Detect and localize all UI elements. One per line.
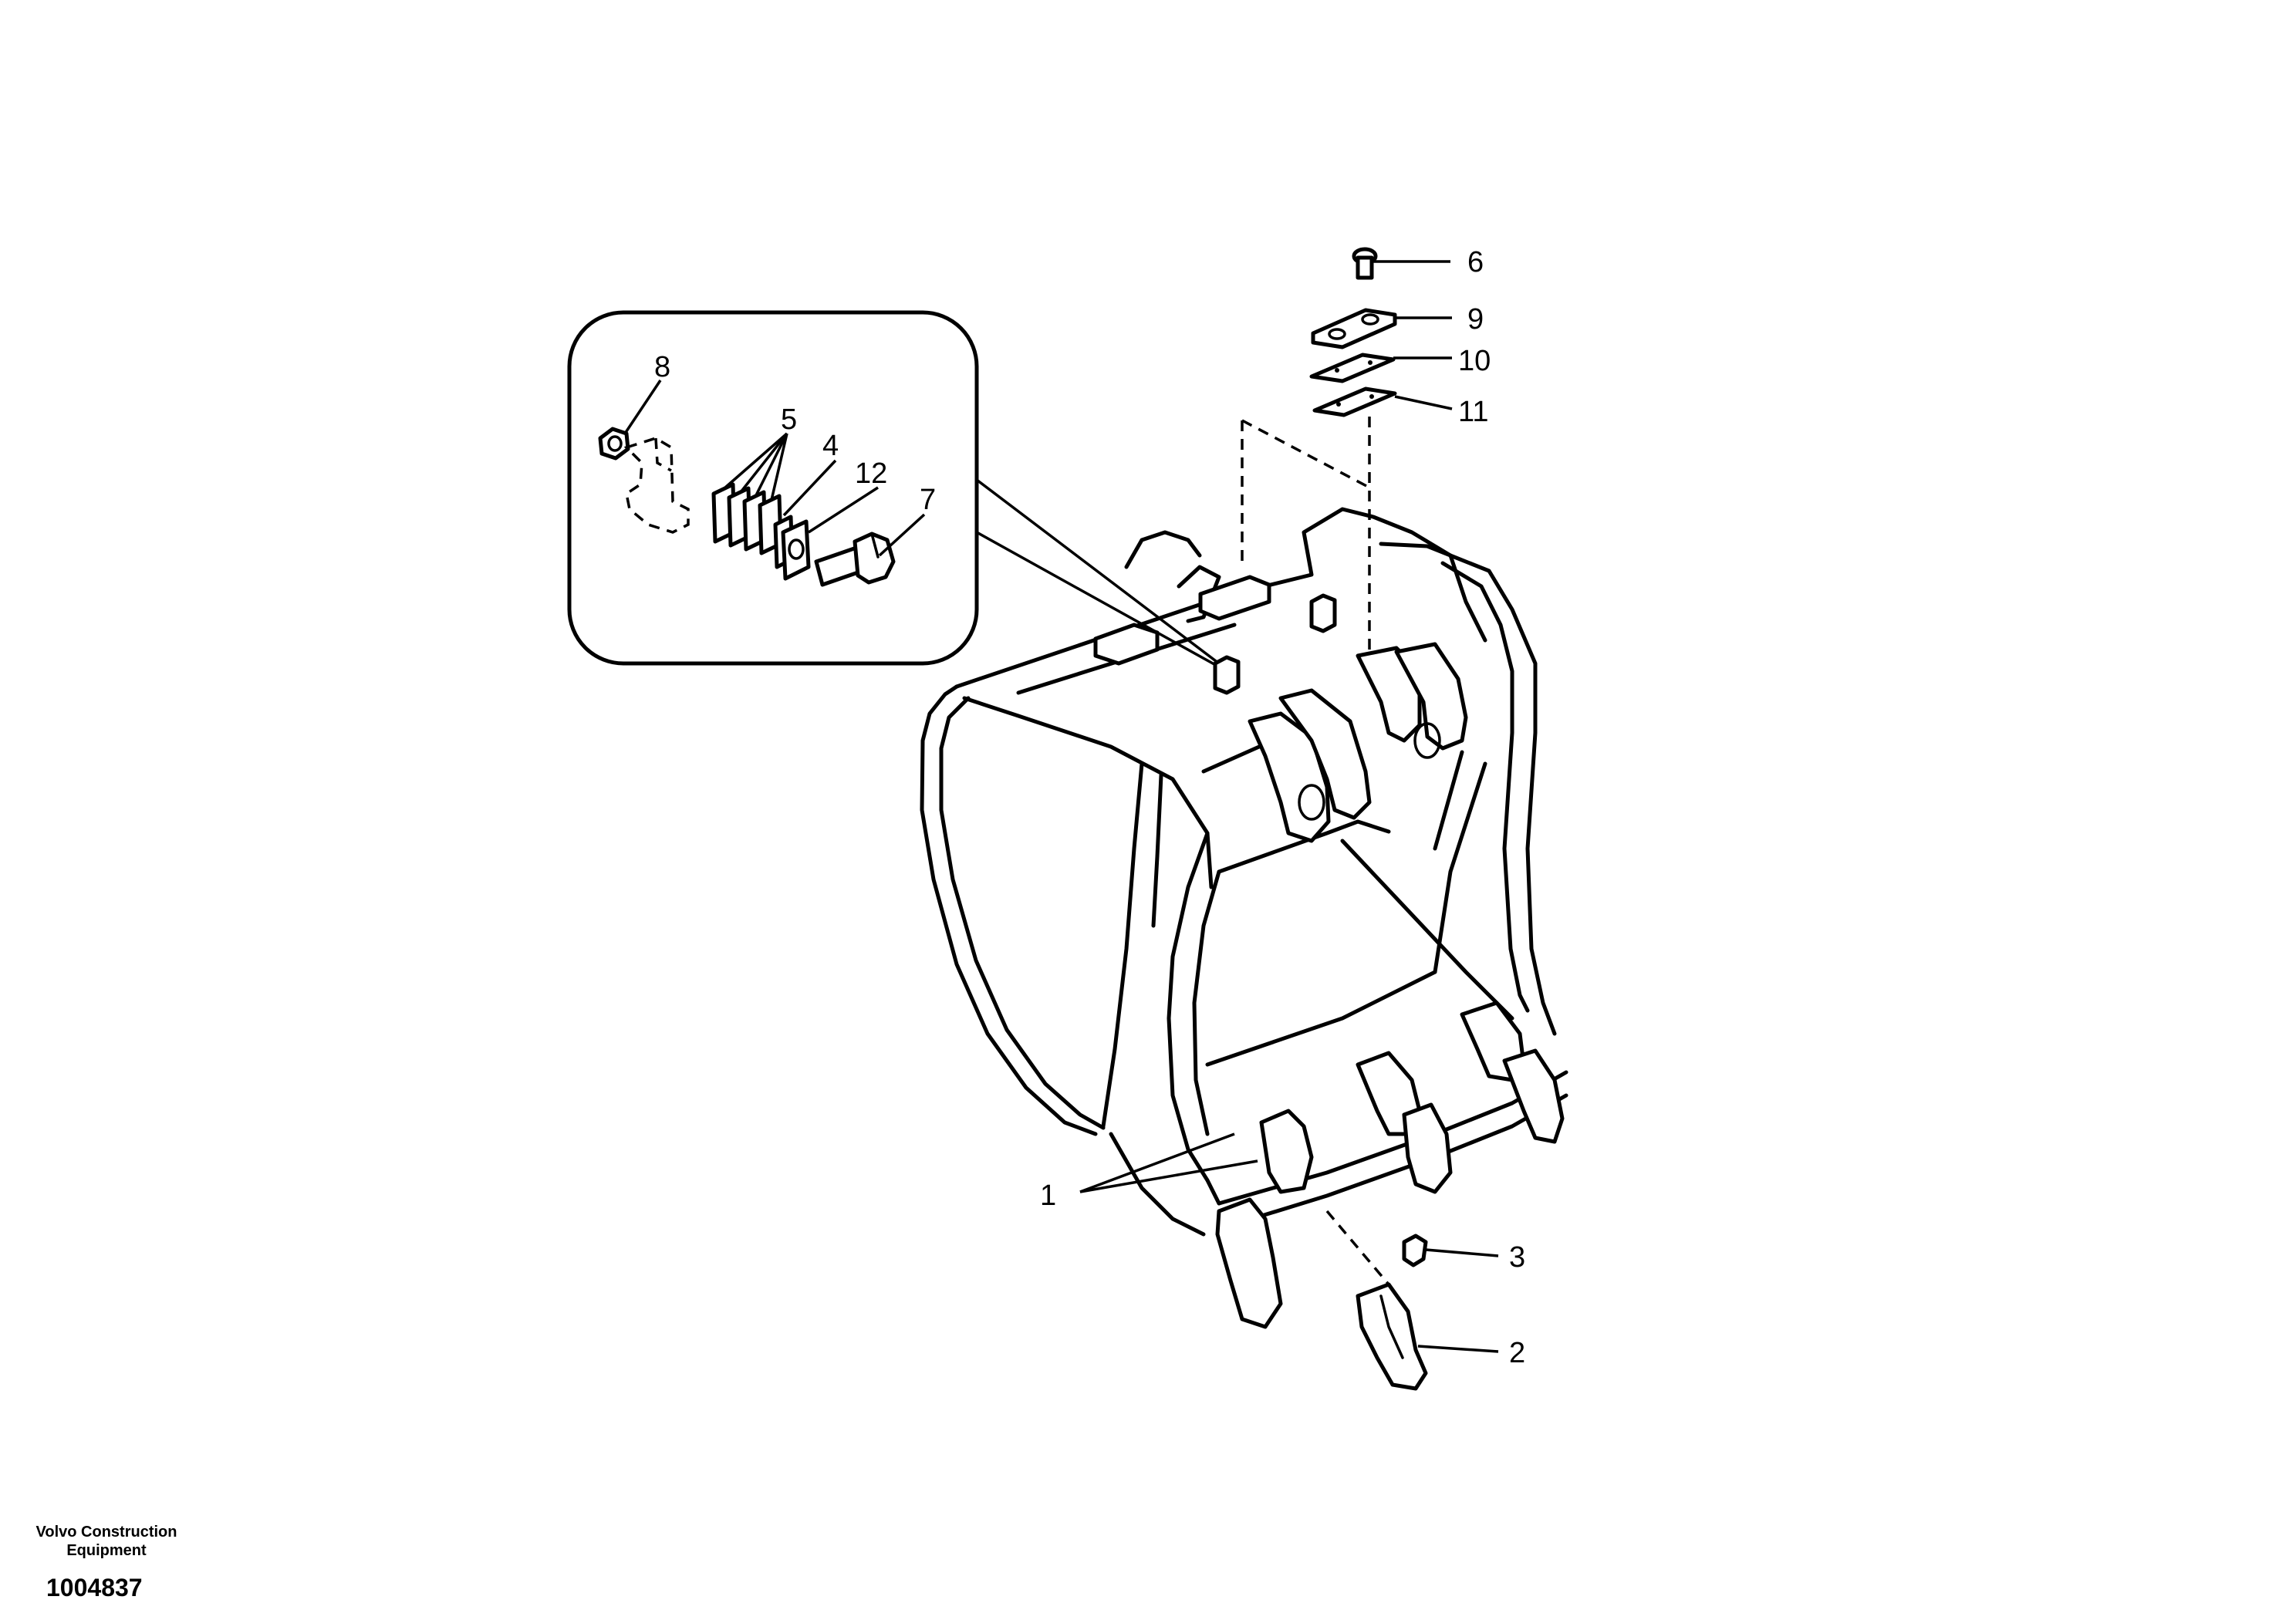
- hinge-clevis-left: [1248, 688, 1372, 843]
- callout-7: 7: [920, 484, 936, 516]
- hinge-clevis-right: [1356, 642, 1468, 759]
- callout-4: 4: [822, 430, 839, 462]
- tooth-adapter-2: [1356, 1051, 1453, 1194]
- company-line-2: Equipment: [66, 1542, 147, 1559]
- bolt-6-part: [1352, 247, 1378, 280]
- callout-9: 9: [1467, 303, 1484, 336]
- washer-part: [781, 519, 811, 581]
- callout-5: 5: [781, 403, 797, 436]
- tooth-2-part: [1356, 1282, 1428, 1391]
- shim-stack: [711, 482, 783, 555]
- callout-11: 11: [1458, 396, 1488, 428]
- footer: Volvo Construction Equipment 1004837: [14, 1523, 199, 1602]
- company-line-1: Volvo Construction: [35, 1524, 177, 1541]
- plate-9-part: [1311, 308, 1397, 349]
- callout-1: 1: [1040, 1180, 1056, 1212]
- callout-6: 6: [1467, 246, 1484, 278]
- callout-8: 8: [654, 351, 670, 383]
- tooth-adapter-1: [1215, 1109, 1314, 1329]
- callout-2: 2: [1509, 1337, 1525, 1369]
- pin-3-part: [1402, 1234, 1428, 1267]
- drawing-number: 1004837: [46, 1574, 143, 1601]
- top-hardware: 6 9 10 11: [1241, 246, 1491, 679]
- nut-part: [598, 427, 630, 461]
- company-name: Volvo Construction Equipment: [14, 1523, 199, 1560]
- shim-10-part: [1309, 353, 1396, 383]
- lug-phantom: [623, 437, 690, 534]
- callout-10: 10: [1458, 345, 1491, 377]
- tooth-adapter-3: [1460, 1001, 1565, 1144]
- bolt-part: [814, 532, 896, 587]
- bucket-body: 1 3 2: [920, 507, 1568, 1391]
- callout-3: 3: [1509, 1241, 1525, 1274]
- detail-inset: 8 5 4 12 7: [567, 310, 1228, 673]
- shim-11-part: [1312, 386, 1397, 417]
- callout-12: 12: [855, 457, 887, 490]
